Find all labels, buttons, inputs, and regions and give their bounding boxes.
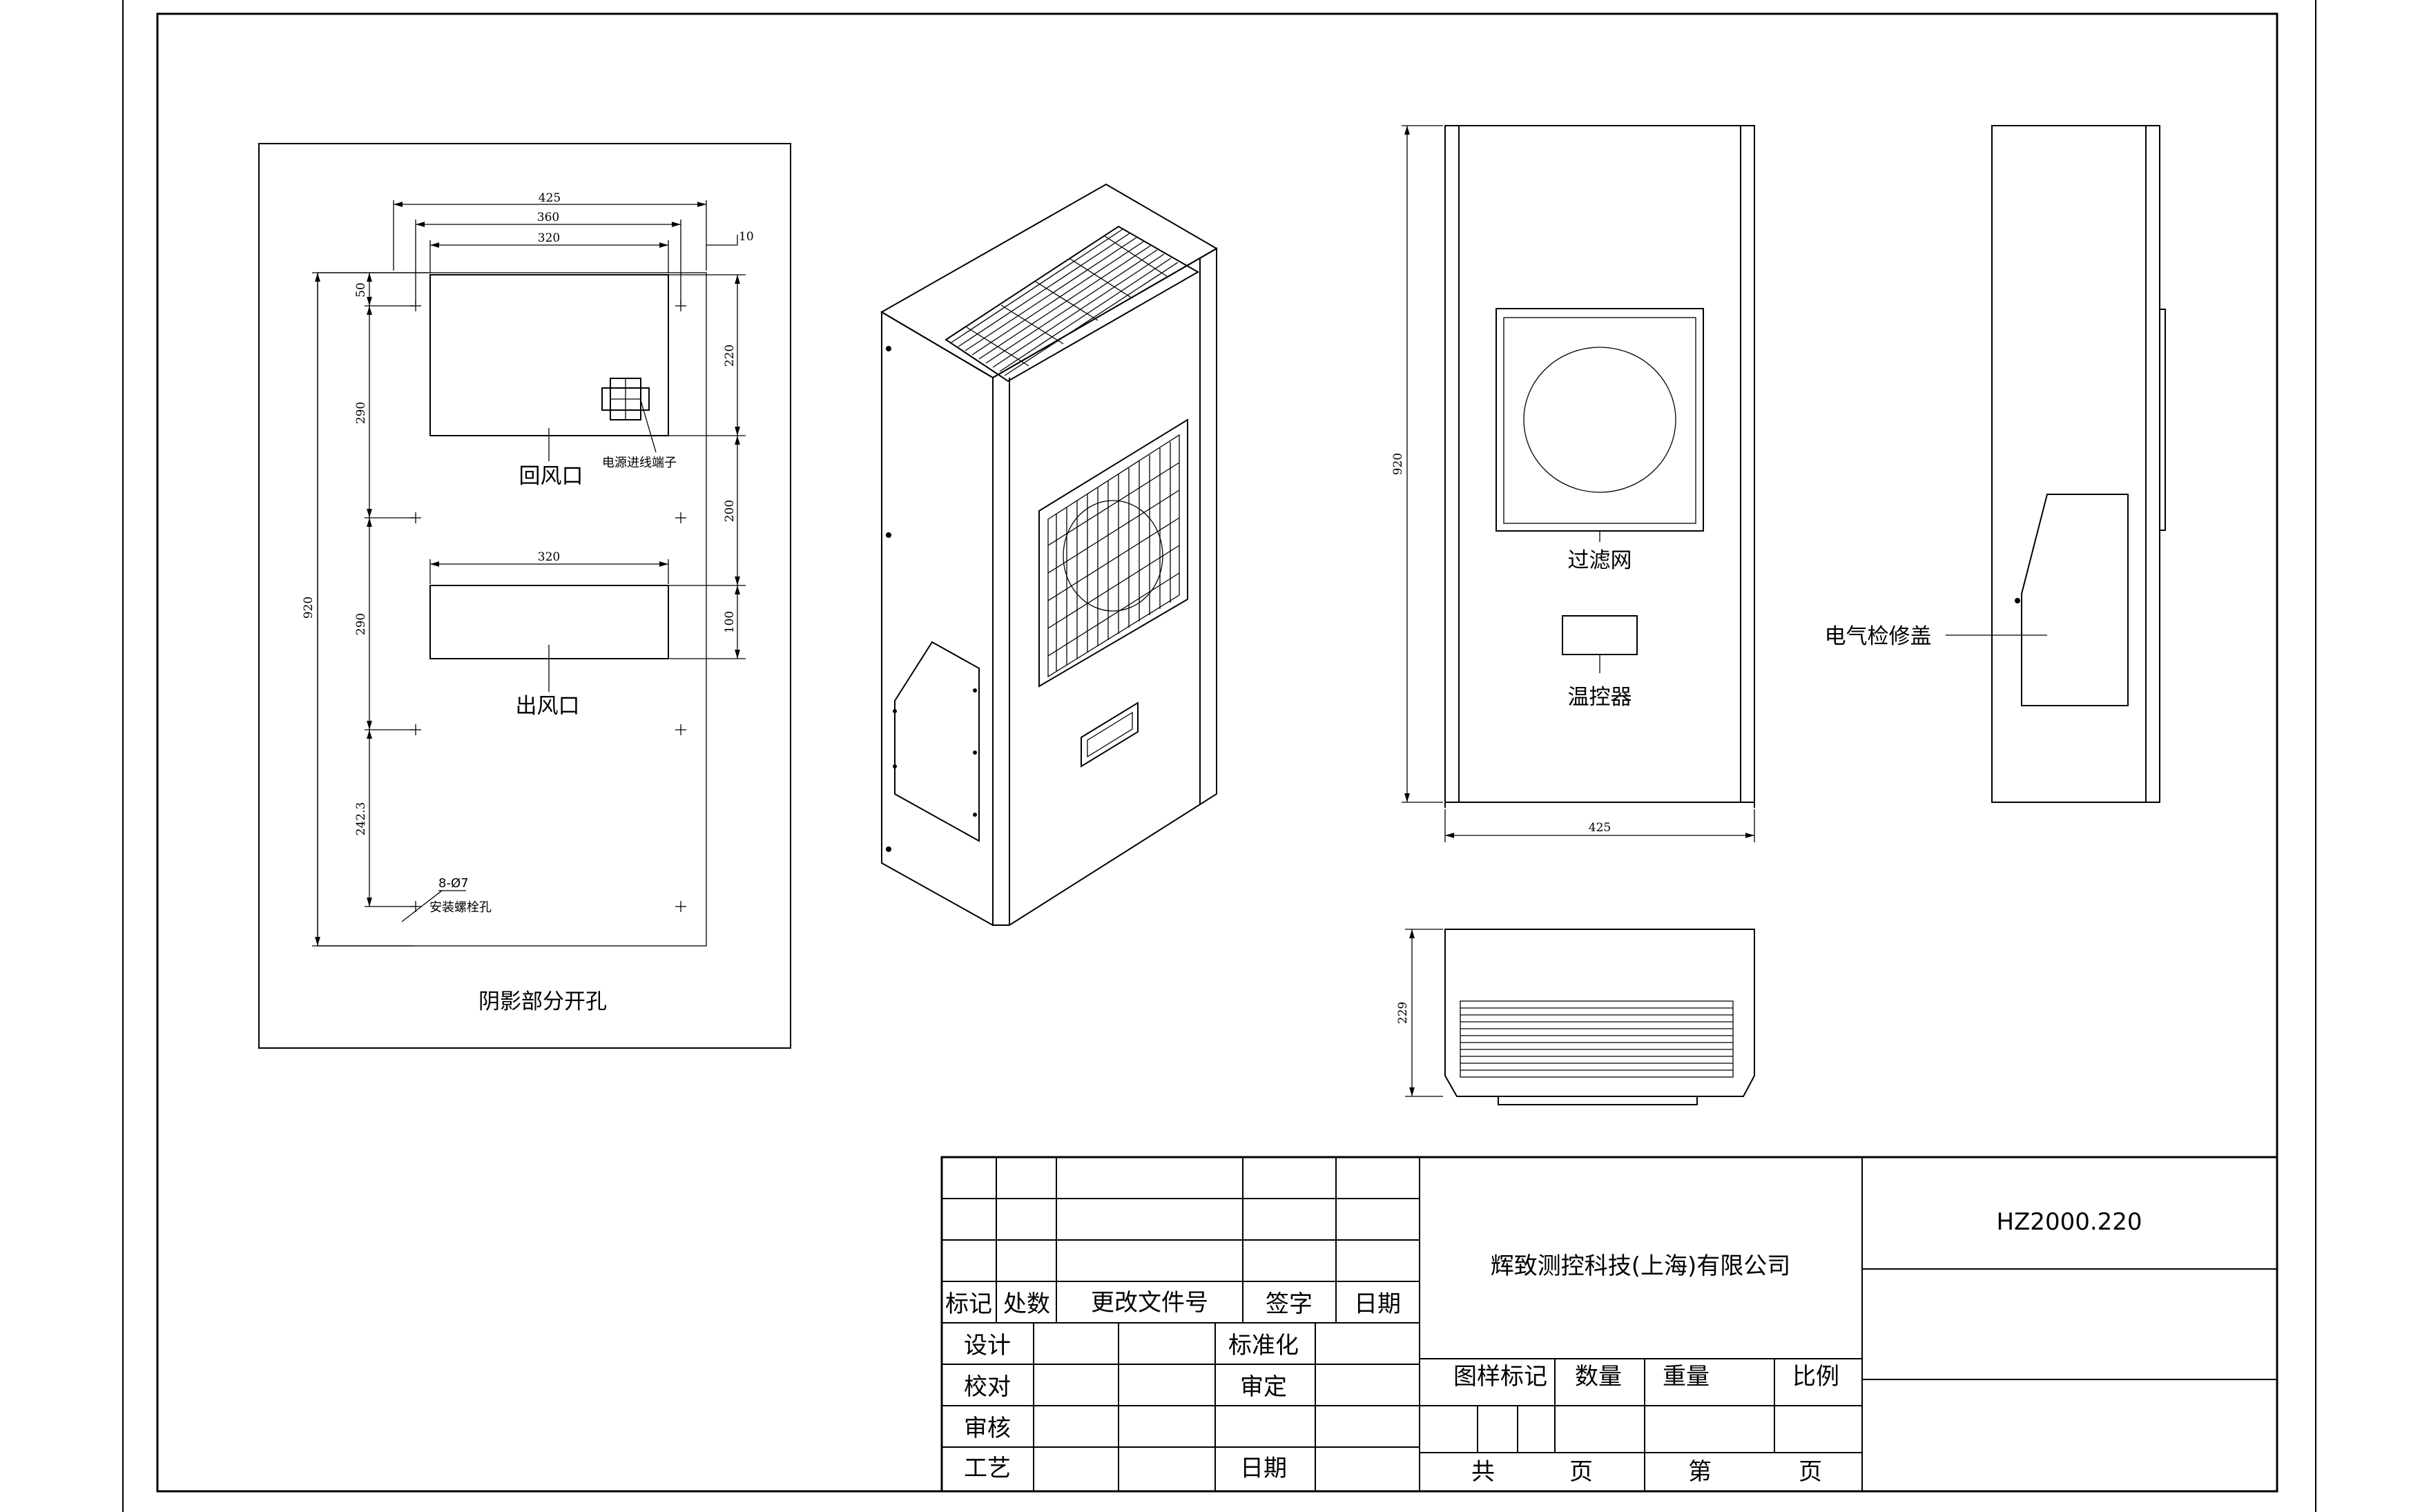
hdr-sign: 签字 bbox=[1266, 1290, 1313, 1318]
dim-360: 360 bbox=[537, 211, 559, 224]
vertical-dims-left bbox=[312, 272, 428, 947]
dim-290-a: 290 bbox=[354, 402, 368, 424]
page-total-label: 共 bbox=[1471, 1458, 1495, 1486]
return-air-label: 回风口 bbox=[519, 464, 583, 489]
lbl-design: 设计 bbox=[964, 1332, 1011, 1359]
side-view: 电气检修盖 bbox=[1825, 125, 2166, 803]
top-view: 229 bbox=[1396, 929, 1755, 1105]
dim-50: 50 bbox=[354, 282, 368, 298]
bolt-holes bbox=[410, 300, 686, 912]
cutout-view: 425 360 320 320 10 50 290 290 242.3 920 … bbox=[258, 143, 791, 1049]
bolt-hole-label: 安装螺栓孔 bbox=[429, 900, 492, 915]
sheet-unit-label: 页 bbox=[1799, 1458, 1822, 1486]
iso-front bbox=[992, 247, 1217, 926]
lbl-approve: 审定 bbox=[1240, 1373, 1287, 1401]
top-depth-dim: 229 bbox=[1396, 1002, 1410, 1024]
dim-200: 200 bbox=[723, 500, 737, 522]
sheet-label: 第 bbox=[1688, 1458, 1712, 1486]
iso-front-grille bbox=[1038, 418, 1188, 688]
dim-220: 220 bbox=[723, 345, 737, 367]
iso-thermostat bbox=[1081, 701, 1139, 768]
horizontal-dims bbox=[393, 200, 738, 584]
dim-10: 10 bbox=[739, 230, 754, 244]
terminal-block bbox=[601, 378, 650, 420]
iso-top-grille bbox=[945, 225, 1200, 382]
attr-scale: 比例 bbox=[1792, 1363, 1839, 1390]
dim-920-cutout: 920 bbox=[302, 597, 316, 619]
top-view-grille bbox=[1460, 1000, 1734, 1078]
lbl-date: 日期 bbox=[1240, 1455, 1287, 1482]
hdr-mark: 标记 bbox=[945, 1290, 992, 1318]
lbl-check: 校对 bbox=[964, 1373, 1011, 1401]
page-unit-label: 页 bbox=[1569, 1458, 1593, 1486]
cover-label: 电气检修盖 bbox=[1825, 624, 1932, 649]
panel-outline bbox=[317, 272, 707, 947]
front-view: 过滤网 温控器 920 425 bbox=[1391, 125, 1755, 842]
attr-drawing-mark: 图样标记 bbox=[1453, 1363, 1547, 1390]
sheet-border bbox=[122, 0, 2316, 1512]
attr-quantity: 数量 bbox=[1575, 1363, 1622, 1390]
vertical-dims-right bbox=[668, 274, 746, 659]
attr-weight: 重量 bbox=[1663, 1363, 1710, 1390]
front-thermostat bbox=[1562, 615, 1638, 655]
dim-425: 425 bbox=[539, 191, 561, 205]
outlet-label: 出风口 bbox=[516, 694, 580, 719]
lbl-standardization: 标准化 bbox=[1228, 1332, 1299, 1359]
cutout-frame bbox=[258, 143, 791, 1049]
filter-label: 过滤网 bbox=[1568, 548, 1632, 573]
filter-grille bbox=[1495, 308, 1704, 532]
company-name: 辉致测控科技(上海)有限公司 bbox=[1491, 1252, 1791, 1280]
dim-290-b: 290 bbox=[354, 613, 368, 635]
front-height-dim: 920 bbox=[1391, 453, 1405, 475]
return-air-cutout bbox=[429, 274, 669, 436]
front-width-dim: 425 bbox=[1589, 821, 1611, 835]
iso-side bbox=[881, 311, 994, 927]
side-access-cover bbox=[2021, 494, 2129, 706]
hdr-count: 处数 bbox=[1003, 1290, 1050, 1318]
terminal-label: 电源进线端子 bbox=[602, 456, 677, 470]
dim-242-3: 242.3 bbox=[354, 802, 368, 836]
drawing-number: HZ2000.220 bbox=[1996, 1208, 2142, 1236]
hdr-date: 日期 bbox=[1354, 1290, 1401, 1318]
bolt-spec: 8-Ø7 bbox=[438, 876, 469, 891]
dim-320-lower: 320 bbox=[538, 550, 560, 564]
cutout-caption: 阴影部分开孔 bbox=[478, 989, 607, 1014]
thermostat-label: 温控器 bbox=[1568, 685, 1632, 710]
dim-320-upper: 320 bbox=[538, 231, 560, 245]
isometric-view bbox=[880, 183, 1218, 927]
hdr-change-doc: 更改文件号 bbox=[1091, 1289, 1208, 1317]
iso-access-cover bbox=[894, 641, 980, 842]
dim-100: 100 bbox=[723, 611, 737, 633]
iso-top bbox=[880, 183, 1218, 379]
title-block: 标记 处数 更改文件号 签字 日期 设计 校对 审核 工艺 标准化 审定 日期 … bbox=[940, 1156, 2278, 1493]
lbl-review: 审核 bbox=[964, 1415, 1011, 1442]
lbl-process: 工艺 bbox=[964, 1455, 1011, 1482]
